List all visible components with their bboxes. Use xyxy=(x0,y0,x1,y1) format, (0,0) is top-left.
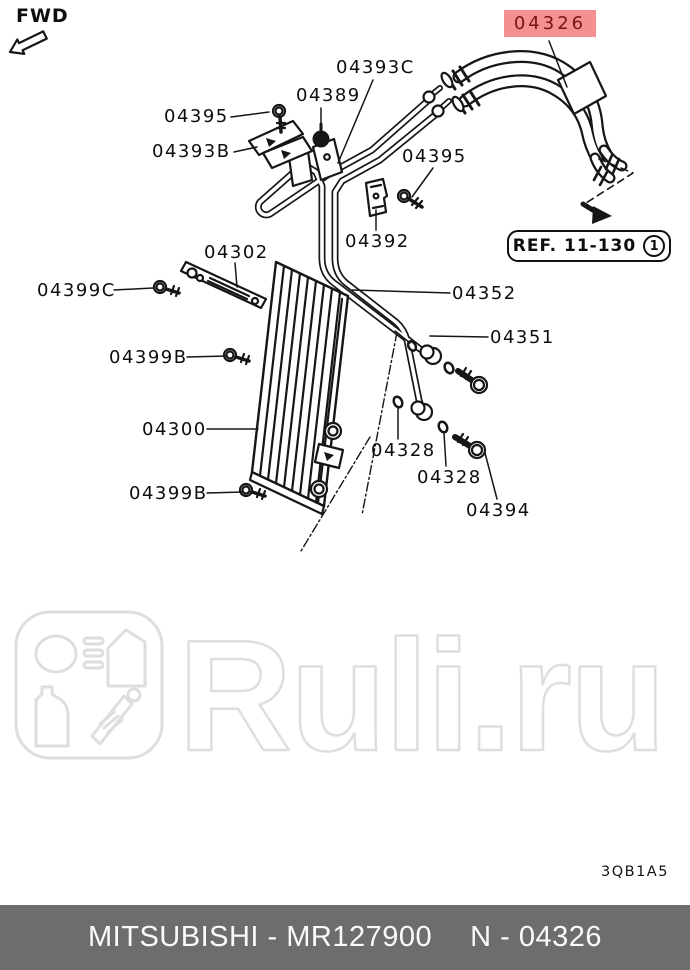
washer-04328-lower-drawing xyxy=(437,420,449,434)
footer-part-number: N - 04326 xyxy=(470,921,602,953)
ref-link-box[interactable]: REF. 11-130 1 xyxy=(507,230,671,262)
part-label-04300[interactable]: 04300 xyxy=(142,419,207,440)
clamp-04392-drawing xyxy=(364,177,389,218)
leader-lines xyxy=(113,40,568,500)
bolt-04394-drawing xyxy=(452,432,487,460)
centerlines xyxy=(300,331,398,552)
watermark-text: Ruli.ru xyxy=(178,608,664,784)
part-label-04352[interactable]: 04352 xyxy=(452,283,517,304)
bolt-04399b-upper-drawing xyxy=(222,347,251,366)
ref-link-label: REF. 11-130 xyxy=(512,236,637,256)
diagram-line-art: Ruli.ru xyxy=(8,30,668,785)
part-label-04394[interactable]: 04394 xyxy=(466,500,531,521)
ref-circle-number: 1 xyxy=(643,235,666,257)
part-label-04393c[interactable]: 04393C xyxy=(336,57,415,78)
oil-cooler-drawing xyxy=(248,260,350,516)
part-label-04399c[interactable]: 04399C xyxy=(37,280,116,301)
part-label-04328-lower[interactable]: 04328 xyxy=(417,467,482,488)
part-label-04328-upper[interactable]: 04328 xyxy=(371,440,436,461)
bolt-04395-top-drawing xyxy=(271,103,287,134)
part-label-04399b-lower[interactable]: 04399B xyxy=(129,483,208,504)
footer-brand-model: MITSUBISHI - MR127900 xyxy=(88,921,433,953)
bracket-04302-drawing xyxy=(179,260,268,310)
part-label-04393b[interactable]: 04393B xyxy=(152,141,231,162)
part-label-04392[interactable]: 04392 xyxy=(345,231,410,252)
ref-pointer-arrow xyxy=(580,158,634,224)
hose-assembly-drawing xyxy=(440,50,628,187)
watermark-logo xyxy=(14,610,164,760)
fwd-arrow-icon xyxy=(8,30,48,56)
part-label-04302[interactable]: 04302 xyxy=(204,242,269,263)
part-label-04389[interactable]: 04389 xyxy=(296,85,361,106)
part-label-04399b-upper[interactable]: 04399B xyxy=(109,347,188,368)
part-label-04351[interactable]: 04351 xyxy=(490,327,555,348)
part-label-04395-right[interactable]: 04395 xyxy=(402,146,467,167)
union-bolt-upper-drawing xyxy=(443,361,489,395)
oil-pipes-drawing xyxy=(254,85,452,422)
fwd-label: FWD xyxy=(16,5,69,27)
top-brackets-drawing xyxy=(247,119,344,188)
drawing-code: 3QB1A5 xyxy=(601,864,669,880)
part-label-04326-highlighted[interactable]: 04326 xyxy=(504,10,596,37)
bolt-04399b-lower-drawing xyxy=(238,482,267,501)
bolt-04395-right-drawing xyxy=(396,188,424,210)
bolt-04399c-drawing xyxy=(152,279,181,298)
part-label-04395-top[interactable]: 04395 xyxy=(164,106,229,127)
footer-bar: MITSUBISHI - MR127900 N - 04326 xyxy=(0,905,690,970)
